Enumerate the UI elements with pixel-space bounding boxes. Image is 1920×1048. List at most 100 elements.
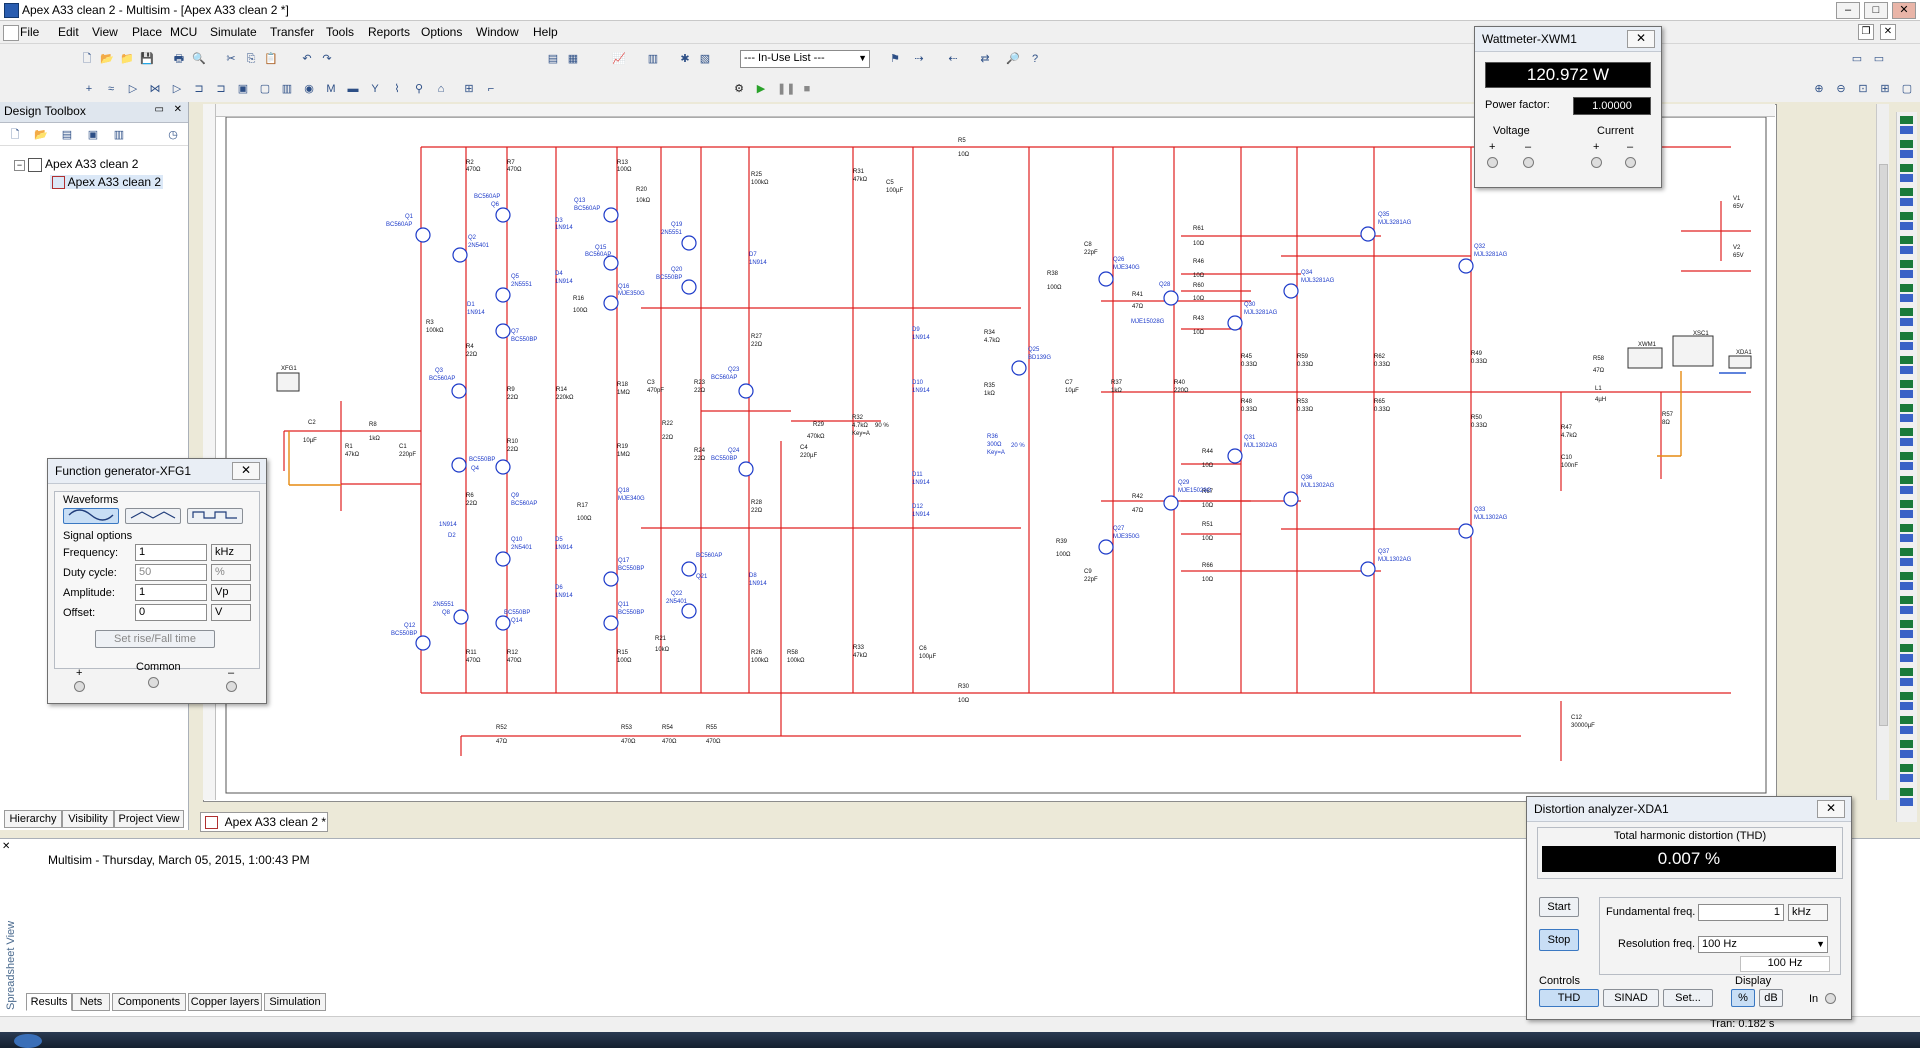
cmos-component-icon[interactable]: ⊐ bbox=[216, 83, 226, 95]
xfg1-symbol[interactable] bbox=[276, 372, 300, 392]
menu-options[interactable]: Options bbox=[421, 25, 463, 39]
transistor-symbol[interactable] bbox=[603, 295, 619, 311]
source-component-icon[interactable]: + bbox=[85, 83, 93, 95]
save-icon[interactable]: 💾 bbox=[140, 53, 154, 65]
fg-plus-terminal[interactable] bbox=[74, 681, 85, 692]
triangle-wave-button[interactable] bbox=[125, 508, 181, 524]
sine-wave-button[interactable] bbox=[63, 508, 119, 524]
connector-icon[interactable]: ⚲ bbox=[414, 83, 424, 95]
tree-child-item[interactable]: Apex A33 clean 2 bbox=[50, 175, 164, 190]
component-wizard-icon[interactable]: ✱ bbox=[680, 53, 690, 65]
transistor-symbol[interactable] bbox=[415, 227, 431, 243]
tab-nets[interactable]: Nets bbox=[72, 993, 110, 1011]
panel-close-icon[interactable]: ✕ bbox=[173, 104, 182, 115]
vertical-scrollbar[interactable] bbox=[1876, 104, 1889, 800]
maximize-button[interactable]: □ bbox=[1864, 2, 1888, 19]
transistor-symbol[interactable] bbox=[1227, 448, 1243, 464]
zoom-find-icon[interactable]: 🔎 bbox=[1006, 53, 1020, 65]
resolution-freq-dropdown[interactable]: 100 Hz ▼ bbox=[1698, 936, 1828, 953]
offset-unit[interactable]: V bbox=[211, 604, 251, 621]
transistor-symbol[interactable] bbox=[681, 561, 697, 577]
instrument-icons-strip[interactable] bbox=[1900, 116, 1913, 806]
transistor-symbol[interactable] bbox=[603, 615, 619, 631]
transistor-symbol[interactable] bbox=[603, 255, 619, 271]
menu-place[interactable]: Place bbox=[132, 25, 163, 39]
wattmeter-close-button[interactable]: ✕ bbox=[1627, 30, 1655, 48]
back-annotate-icon[interactable]: ⇠ bbox=[948, 53, 958, 65]
transistor-symbol[interactable] bbox=[1098, 539, 1114, 555]
interactive-simulation-icon[interactable]: ⚙ bbox=[734, 83, 744, 95]
bus-icon[interactable]: ⌐ bbox=[487, 83, 495, 95]
zoom-area-icon[interactable]: ⊡ bbox=[1858, 83, 1868, 95]
spreadsheet-toggle-icon[interactable]: ▦ bbox=[567, 53, 579, 65]
ttl-component-icon[interactable]: ⊐ bbox=[194, 83, 204, 95]
open-icon[interactable]: 📂 bbox=[100, 53, 114, 65]
scroll-thumb[interactable] bbox=[1879, 164, 1888, 726]
undo-icon[interactable]: ↶ bbox=[302, 53, 312, 65]
tab-simulation[interactable]: Simulation bbox=[264, 993, 326, 1011]
transistor-symbol[interactable] bbox=[495, 323, 511, 339]
copy-icon[interactable]: ⎘ bbox=[246, 53, 256, 65]
current-minus-terminal[interactable] bbox=[1625, 157, 1636, 168]
menu-file[interactable]: File bbox=[20, 25, 40, 39]
transistor-symbol[interactable] bbox=[1360, 561, 1376, 577]
spreadsheet-close-icon[interactable]: ✕ bbox=[2, 841, 11, 852]
amplitude-input[interactable]: 1 bbox=[135, 584, 207, 601]
input-terminal[interactable] bbox=[1825, 993, 1836, 1004]
power-component-icon[interactable]: ▬ bbox=[347, 83, 359, 95]
frequency-input[interactable]: 1 bbox=[135, 544, 207, 561]
amplitude-unit[interactable]: Vp bbox=[211, 584, 251, 601]
menu-window[interactable]: Window bbox=[476, 25, 519, 39]
zoom-fit-icon[interactable]: ▢ bbox=[1901, 83, 1913, 95]
sheet-properties-icon[interactable]: ▭ bbox=[1851, 53, 1863, 65]
remove-icon[interactable]: ▣ bbox=[87, 129, 99, 141]
collapse-icon[interactable]: − bbox=[14, 160, 25, 171]
advanced-peripherals-icon[interactable]: ▢ bbox=[259, 83, 271, 95]
pause-simulation-icon[interactable]: ❚❚ bbox=[777, 83, 796, 95]
diode-component-icon[interactable]: ▷ bbox=[128, 83, 138, 95]
start-orb-icon[interactable] bbox=[14, 1034, 42, 1048]
transistor-symbol[interactable] bbox=[451, 457, 467, 473]
transistor-symbol[interactable] bbox=[1458, 258, 1474, 274]
menu-reports[interactable]: Reports bbox=[368, 25, 411, 39]
xsc1-symbol[interactable] bbox=[1672, 335, 1714, 367]
xda1-symbol[interactable] bbox=[1728, 355, 1752, 369]
sheet-icon[interactable]: ▭ bbox=[1873, 53, 1885, 65]
menu-transfer[interactable]: Transfer bbox=[270, 25, 315, 39]
fg-common-terminal[interactable] bbox=[148, 677, 159, 688]
transistor-component-icon[interactable]: ⋈ bbox=[149, 83, 161, 95]
hierarchical-block-icon[interactable]: ⊞ bbox=[464, 83, 474, 95]
transistor-symbol[interactable] bbox=[415, 635, 431, 651]
tab-visibility[interactable]: Visibility bbox=[62, 810, 114, 828]
duty-cycle-unit[interactable]: % bbox=[211, 564, 251, 581]
duty-cycle-input[interactable]: 50 bbox=[135, 564, 207, 581]
stop-button[interactable]: Stop bbox=[1539, 929, 1579, 951]
database-icon[interactable]: ▥ bbox=[647, 53, 659, 65]
menu-tools[interactable]: Tools bbox=[326, 25, 355, 39]
stop-simulation-icon[interactable]: ■ bbox=[803, 83, 811, 95]
hierarchy-icon[interactable]: ▤ bbox=[61, 129, 73, 141]
xwm1-symbol[interactable] bbox=[1627, 347, 1663, 369]
basic-component-icon[interactable]: ≈ bbox=[107, 83, 115, 95]
db-display-button[interactable]: dB bbox=[1759, 989, 1783, 1007]
run-simulation-icon[interactable]: ▶ bbox=[756, 83, 766, 95]
tab-hierarchy[interactable]: Hierarchy bbox=[4, 810, 62, 828]
document-tab[interactable]: Apex A33 clean 2 * bbox=[200, 812, 328, 832]
print-preview-icon[interactable]: 🔍 bbox=[192, 53, 206, 65]
transistor-symbol[interactable] bbox=[495, 207, 511, 223]
mcu-component-icon[interactable]: ▣ bbox=[237, 83, 249, 95]
offset-input[interactable]: 0 bbox=[135, 604, 207, 621]
fg-minus-terminal[interactable] bbox=[226, 681, 237, 692]
fundamental-freq-input[interactable]: 1 bbox=[1698, 904, 1784, 921]
cut-icon[interactable]: ✂ bbox=[226, 53, 236, 65]
tab-components[interactable]: Components bbox=[112, 993, 186, 1011]
transistor-symbol[interactable] bbox=[495, 459, 511, 475]
export-icon[interactable]: ▥ bbox=[113, 129, 125, 141]
zoom-sheet-icon[interactable]: ⊞ bbox=[1880, 83, 1890, 95]
square-wave-button[interactable] bbox=[187, 508, 243, 524]
fundamental-freq-unit[interactable]: kHz bbox=[1788, 904, 1828, 921]
thd-mode-button[interactable]: THD bbox=[1539, 989, 1599, 1007]
transistor-symbol[interactable] bbox=[1283, 283, 1299, 299]
transistor-symbol[interactable] bbox=[1283, 491, 1299, 507]
